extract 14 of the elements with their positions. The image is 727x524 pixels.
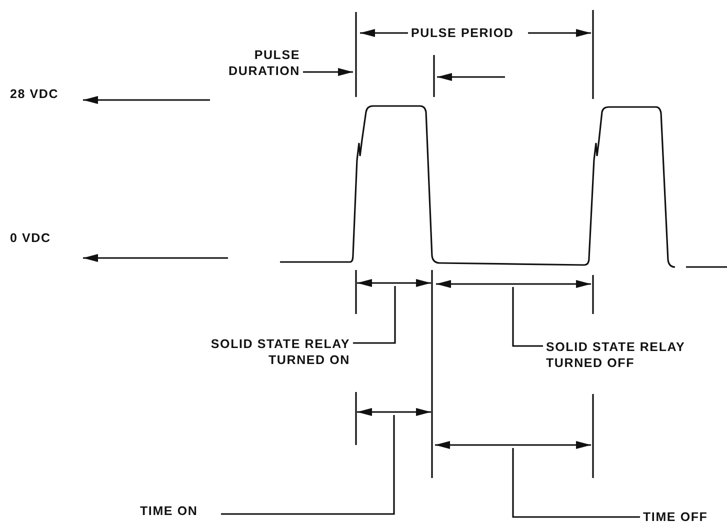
- signal-label: 28 VDC: [10, 86, 80, 102]
- leader-line: [221, 415, 395, 515]
- signal-label: SOLID STATE RELAY TURNED ON: [176, 336, 350, 368]
- signal-label: TIME ON: [140, 503, 218, 519]
- signal-label: 0 VDC: [10, 230, 80, 246]
- leader-line: [512, 287, 543, 347]
- arrow: [303, 68, 353, 76]
- leader-line: [512, 448, 640, 518]
- arrow: [83, 254, 228, 262]
- signal-label: TIME OFF: [643, 509, 727, 524]
- arrow: [83, 96, 210, 104]
- leader-line: [353, 286, 396, 344]
- signal-label: PULSE DURATION: [222, 47, 300, 79]
- signal-label: SOLID STATE RELAY TURNED OFF: [546, 339, 726, 371]
